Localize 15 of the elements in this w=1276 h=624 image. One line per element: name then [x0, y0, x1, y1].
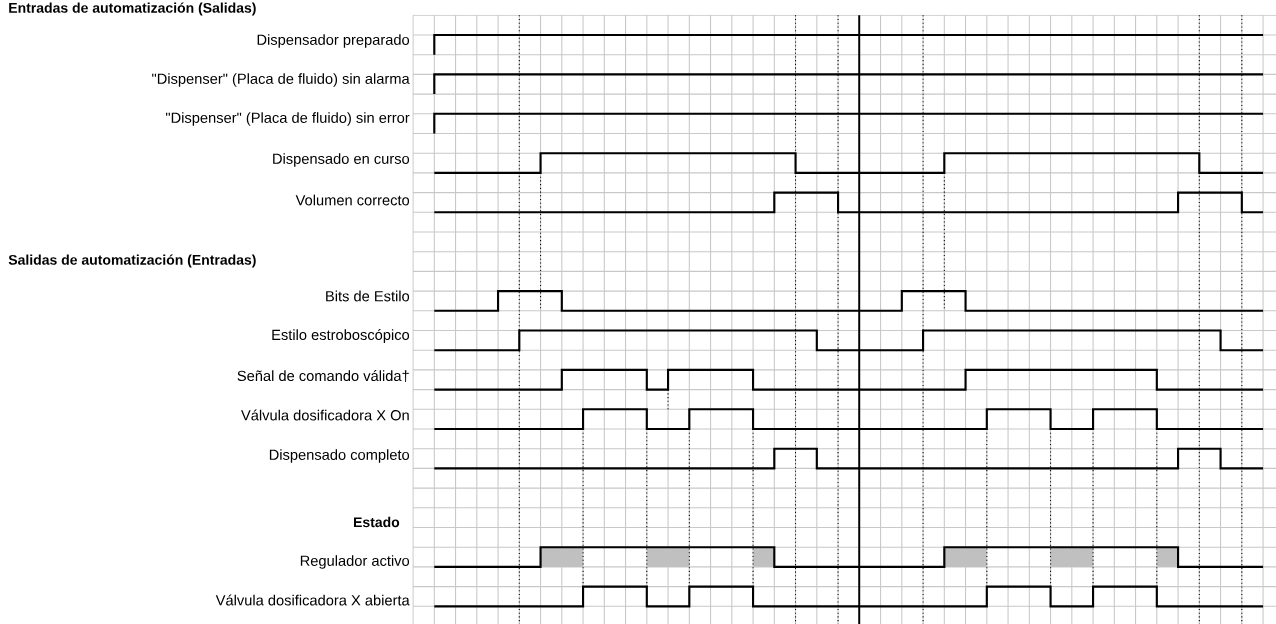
section-heading: Entradas de automatización (Salidas)	[9, 2, 256, 16]
signal-label: Bits de Estilo	[326, 290, 410, 302]
signal-label: Señal de comando válida†	[237, 370, 409, 382]
section-heading: Salidas de automatización (Entradas)	[8, 254, 256, 268]
signal-label: Regulador activo	[300, 555, 410, 569]
signal-label: Válvula dosificadora X abierta	[215, 594, 410, 606]
signal-label: Volumen correcto	[295, 194, 410, 206]
signal-label: Dispensado en curso	[273, 153, 410, 167]
section-heading: Estado	[354, 516, 400, 528]
signal-label: Estilo estroboscópico	[272, 329, 410, 343]
signal-label: "Dispenser" (Placa de fluido) sin alarma	[152, 73, 410, 87]
signal-label: Dispensado completo	[269, 449, 410, 463]
signal-label: "Dispenser" (Placa de fluido) sin error	[166, 112, 410, 126]
signal-label: Dispensador preparado	[257, 34, 410, 48]
signal-label: Válvula dosificadora X On	[241, 409, 409, 421]
